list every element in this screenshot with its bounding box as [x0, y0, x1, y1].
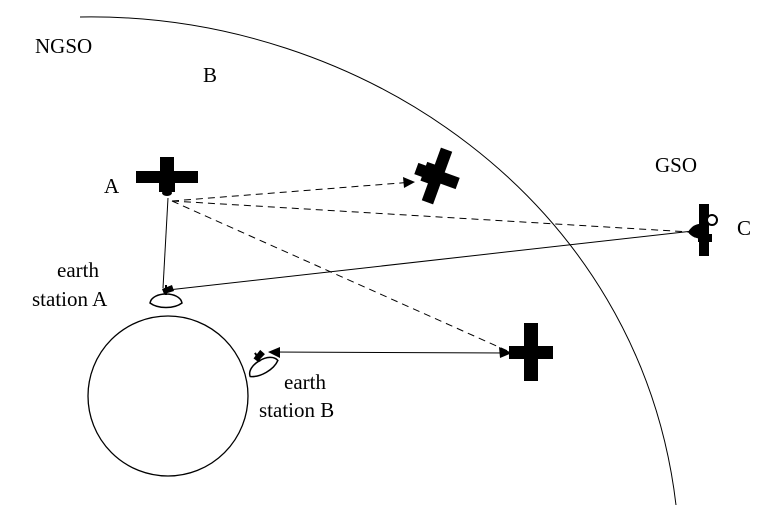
label-c: C: [737, 216, 751, 240]
satellite-icon: [414, 147, 460, 205]
dish-antenna-icon: [149, 285, 183, 309]
link-es-b-to-sat-lower: [269, 351, 515, 354]
label-gso: GSO: [655, 153, 697, 177]
dashed-a-to-sat-b: [171, 181, 414, 202]
label-es-b-line2: station B: [259, 398, 334, 422]
earth-circle: [87, 315, 249, 477]
dish-antenna-icon: [249, 349, 279, 378]
arrowhead-sat-b: [403, 177, 415, 188]
gso-orbit-arc: [79, 16, 677, 506]
label-b: B: [203, 63, 217, 87]
label-es-b-line1: earth: [284, 370, 326, 394]
label-es-a-line1: earth: [57, 258, 99, 282]
arrowhead-es-b: [268, 347, 280, 358]
link-es-a-to-sat-a: [162, 197, 169, 289]
satellite-icon: [688, 204, 718, 256]
label-ngso: NGSO: [35, 34, 92, 58]
dashed-a-to-sat-c: [171, 200, 691, 233]
satellite-icon: [136, 157, 198, 196]
label-es-a-line2: station A: [32, 287, 108, 311]
label-a: A: [104, 174, 120, 198]
arrowhead-sat-lower: [499, 347, 512, 358]
dashed-a-to-sat-lower: [171, 200, 511, 353]
satellite-icon: [509, 323, 553, 381]
link-es-a-to-sat-c: [167, 230, 694, 291]
